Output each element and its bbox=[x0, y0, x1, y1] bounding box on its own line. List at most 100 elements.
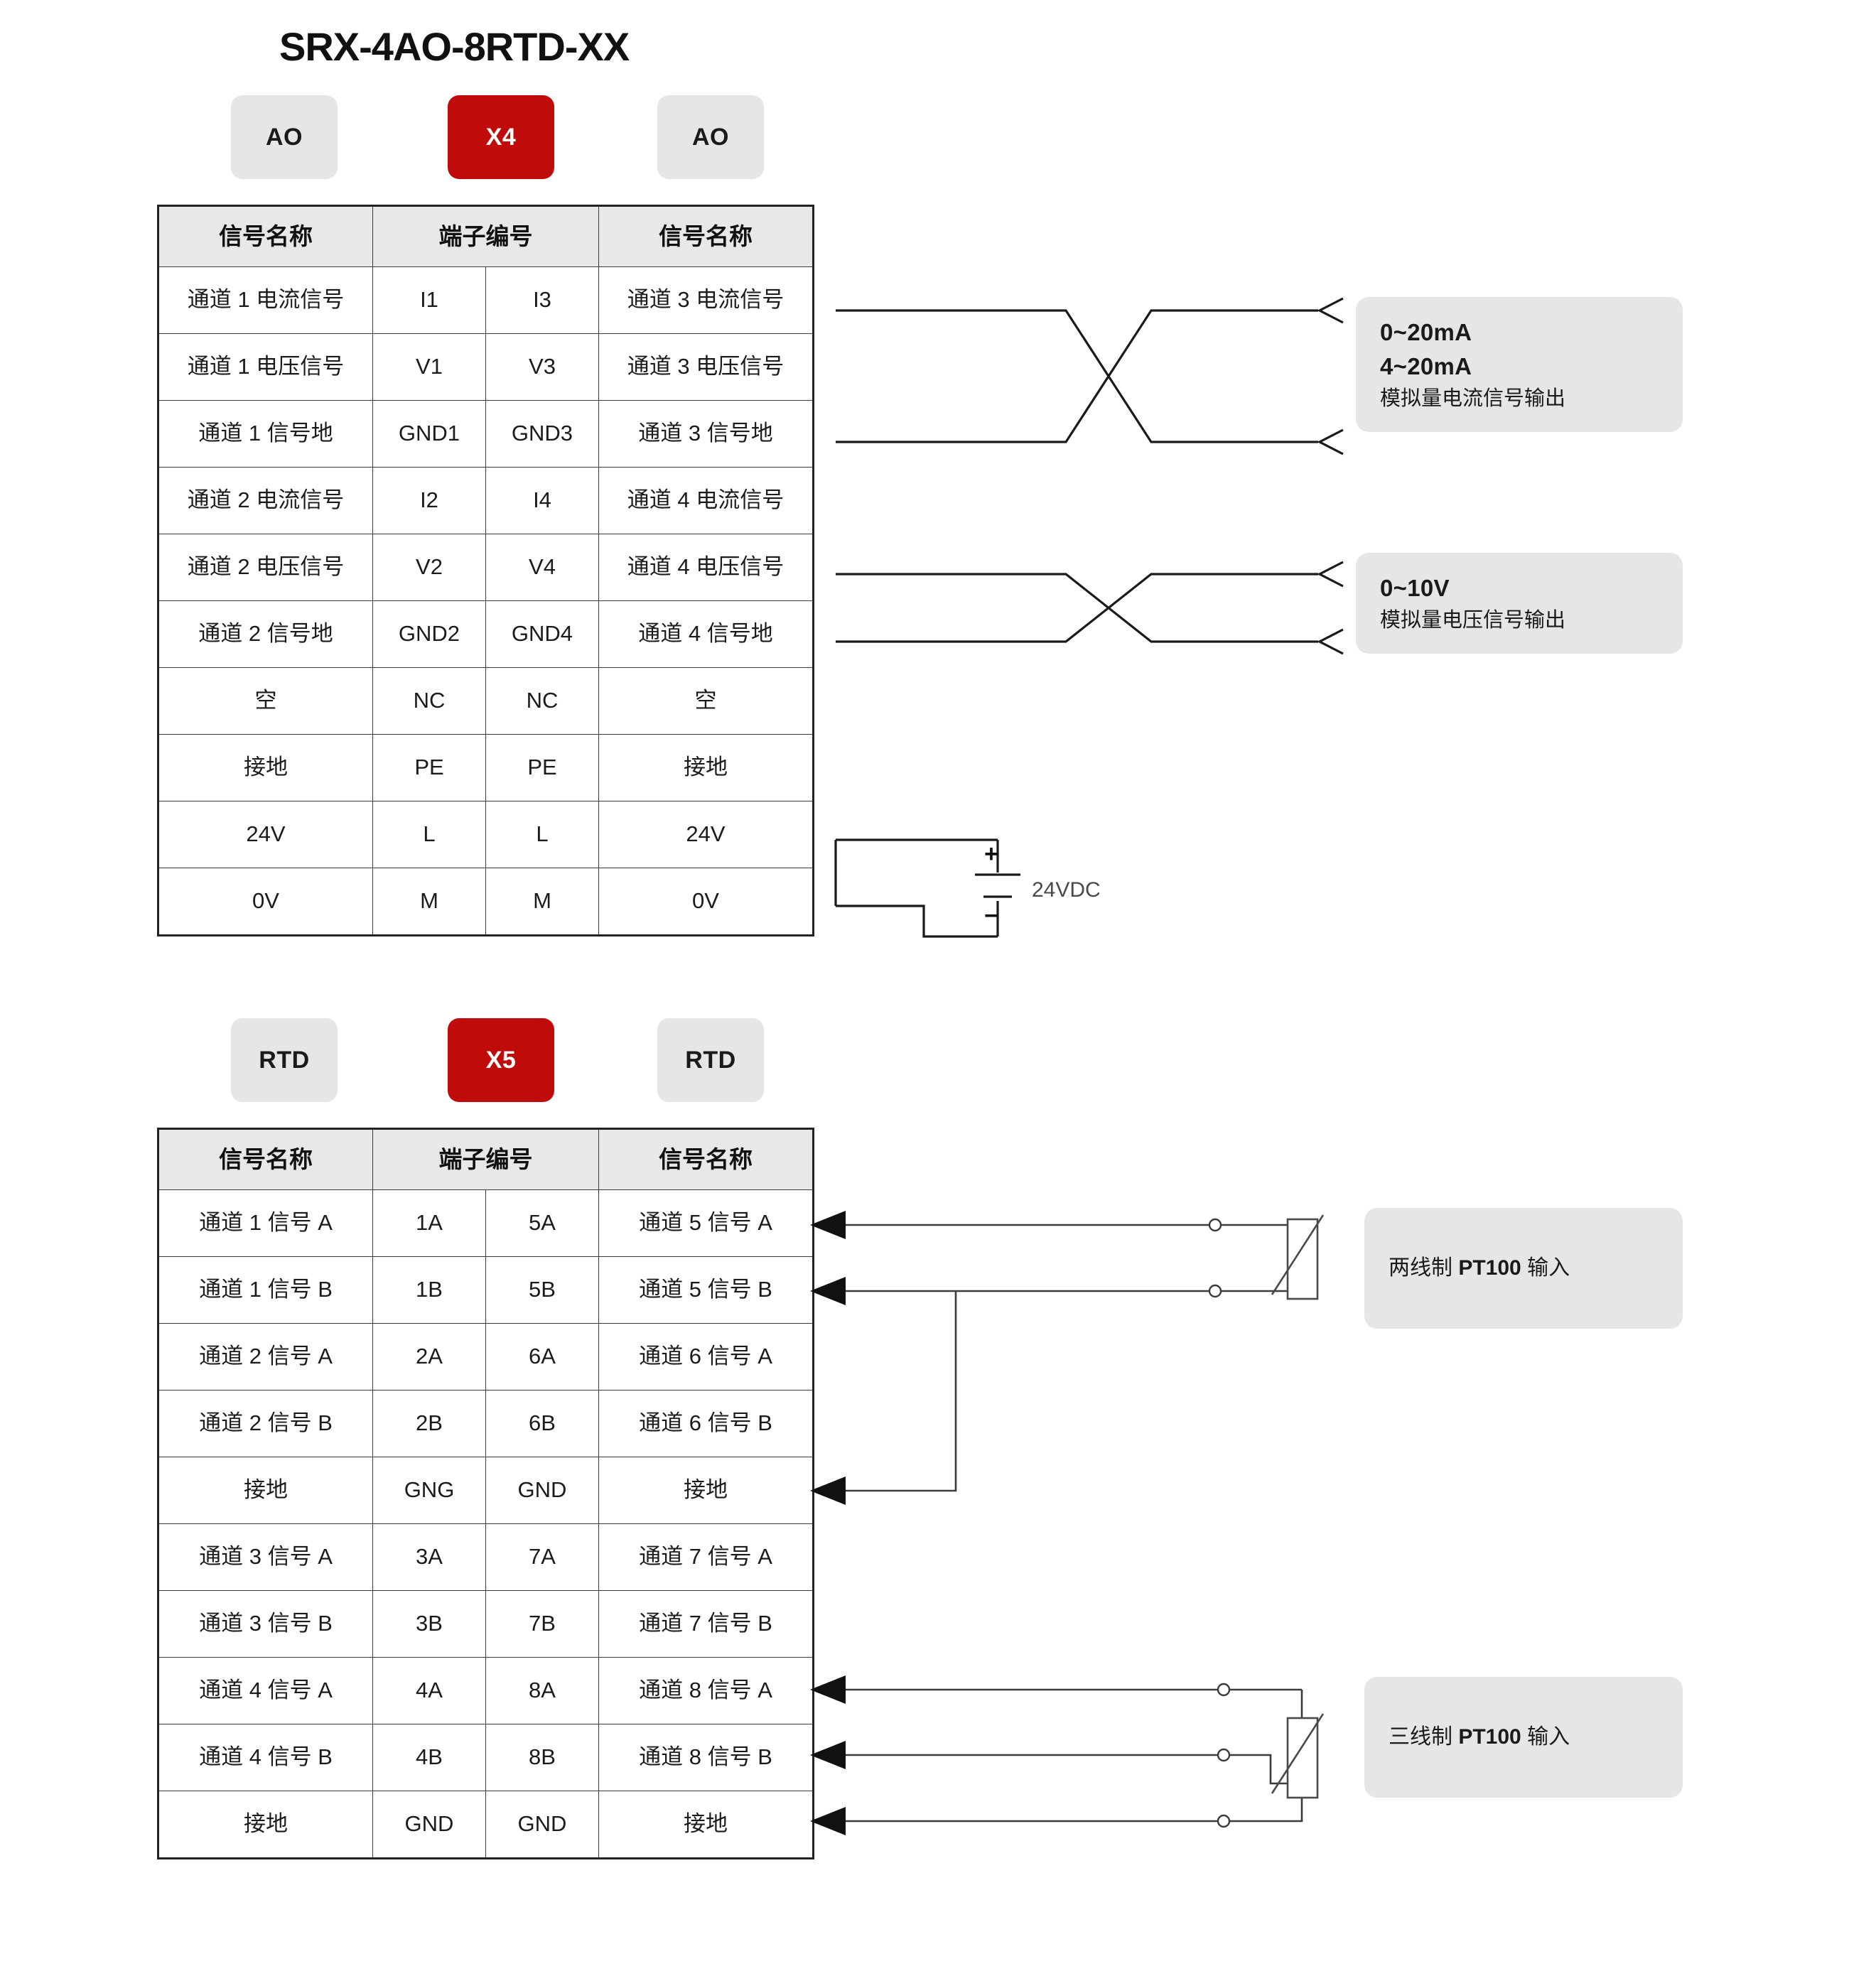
cell-signal-left: 接地 bbox=[158, 734, 373, 801]
cell-terminal-left: M bbox=[372, 868, 486, 936]
note-two-wire-suffix: 输入 bbox=[1521, 1256, 1570, 1280]
cell-terminal-left: 3B bbox=[372, 1590, 486, 1658]
note-voltage-range: 0~10V bbox=[1380, 575, 1450, 601]
cell-signal-left: 接地 bbox=[158, 1457, 373, 1524]
cell-signal-left: 通道 1 信号 A bbox=[158, 1189, 373, 1257]
cell-terminal-right: 6A bbox=[485, 1323, 599, 1391]
cell-terminal-right: L bbox=[485, 801, 599, 868]
badge-rtd-left: RTD bbox=[231, 1018, 338, 1102]
note-three-wire-suffix: 输入 bbox=[1521, 1725, 1570, 1749]
table-header-row: 信号名称 端子编号 信号名称 bbox=[158, 205, 814, 267]
cell-terminal-right: GND3 bbox=[485, 400, 599, 468]
note-voltage-desc: 模拟量电压信号输出 bbox=[1380, 608, 1566, 632]
cell-signal-right: 通道 8 信号 A bbox=[598, 1657, 814, 1724]
cell-signal-right: 接地 bbox=[598, 1791, 814, 1859]
badge-label: X5 bbox=[485, 1046, 517, 1074]
minus-sign: − bbox=[984, 902, 998, 929]
cell-signal-right: 0V bbox=[598, 868, 814, 936]
cell-terminal-left: NC bbox=[372, 667, 486, 735]
cell-terminal-right: I3 bbox=[485, 266, 599, 334]
cell-signal-right: 24V bbox=[598, 801, 814, 868]
cell-terminal-left: L bbox=[372, 801, 486, 868]
cell-terminal-left: 1B bbox=[372, 1256, 486, 1324]
cell-terminal-left: 4B bbox=[372, 1724, 486, 1791]
cell-signal-right: 通道 5 信号 A bbox=[598, 1189, 814, 1257]
cell-signal-right: 通道 3 电流信号 bbox=[598, 266, 814, 334]
cell-terminal-left: GND1 bbox=[372, 400, 486, 468]
cell-terminal-right: 7A bbox=[485, 1523, 599, 1591]
badge-x5: X5 bbox=[448, 1018, 554, 1102]
cell-signal-right: 通道 4 信号地 bbox=[598, 600, 814, 668]
badge-label: X4 bbox=[485, 123, 517, 151]
note-current-range-1: 0~20mA bbox=[1380, 319, 1472, 345]
note-two-wire-pt100: 两线制 PT100 输入 bbox=[1364, 1208, 1683, 1329]
cell-signal-left: 通道 4 信号 A bbox=[158, 1657, 373, 1724]
cell-signal-right: 通道 6 信号 A bbox=[598, 1323, 814, 1391]
cell-terminal-left: GNG bbox=[372, 1457, 486, 1524]
badge-x4: X4 bbox=[448, 95, 554, 179]
badge-label: AO bbox=[266, 123, 303, 151]
cell-terminal-left: V1 bbox=[372, 333, 486, 401]
note-three-wire-prefix: 三线制 bbox=[1389, 1725, 1459, 1749]
note-current-output: 0~20mA 4~20mA 模拟量电流信号输出 bbox=[1356, 297, 1683, 432]
cell-terminal-right: 8A bbox=[485, 1657, 599, 1724]
page-title: SRX-4AO-8RTD-XX bbox=[279, 24, 630, 69]
cell-terminal-left: I1 bbox=[372, 266, 486, 334]
cell-terminal-right: 8B bbox=[485, 1724, 599, 1791]
header-terminal: 端子编号 bbox=[372, 1128, 599, 1190]
cell-signal-left: 通道 2 信号 A bbox=[158, 1323, 373, 1391]
cell-terminal-left: GND bbox=[372, 1791, 486, 1859]
wire-voltage-pair bbox=[836, 561, 1344, 655]
cell-signal-left: 通道 3 信号 A bbox=[158, 1523, 373, 1591]
power-label: 24VDC bbox=[1032, 878, 1101, 902]
header-terminal: 端子编号 bbox=[372, 205, 599, 267]
note-three-wire-pt100: 三线制 PT100 输入 bbox=[1364, 1677, 1683, 1798]
cell-terminal-right: M bbox=[485, 868, 599, 936]
cell-terminal-right: 5A bbox=[485, 1189, 599, 1257]
cell-terminal-left: 2B bbox=[372, 1390, 486, 1457]
cell-signal-right: 通道 7 信号 A bbox=[598, 1523, 814, 1591]
cell-signal-right: 空 bbox=[598, 667, 814, 735]
cell-signal-left: 0V bbox=[158, 868, 373, 936]
cell-signal-left: 通道 2 信号地 bbox=[158, 600, 373, 668]
cell-signal-right: 通道 7 信号 B bbox=[598, 1590, 814, 1658]
cell-signal-right: 通道 4 电流信号 bbox=[598, 467, 814, 534]
cell-terminal-right: V4 bbox=[485, 534, 599, 601]
cell-signal-right: 通道 3 电压信号 bbox=[598, 333, 814, 401]
cell-signal-right: 通道 4 电压信号 bbox=[598, 534, 814, 601]
badge-label: RTD bbox=[259, 1046, 310, 1074]
cell-terminal-right: GND4 bbox=[485, 600, 599, 668]
plus-sign: + bbox=[984, 841, 998, 868]
wire-three-wire-pt100 bbox=[810, 1675, 1325, 1835]
cell-signal-left: 通道 1 信号地 bbox=[158, 400, 373, 468]
badge-ao-right: AO bbox=[657, 95, 764, 179]
note-current-range-2: 4~20mA bbox=[1380, 352, 1472, 379]
cell-terminal-left: V2 bbox=[372, 534, 486, 601]
cell-terminal-right: V3 bbox=[485, 333, 599, 401]
cell-signal-left: 24V bbox=[158, 801, 373, 868]
cell-terminal-left: GND2 bbox=[372, 600, 486, 668]
badge-ao-left: AO bbox=[231, 95, 338, 179]
badge-rtd-right: RTD bbox=[657, 1018, 764, 1102]
